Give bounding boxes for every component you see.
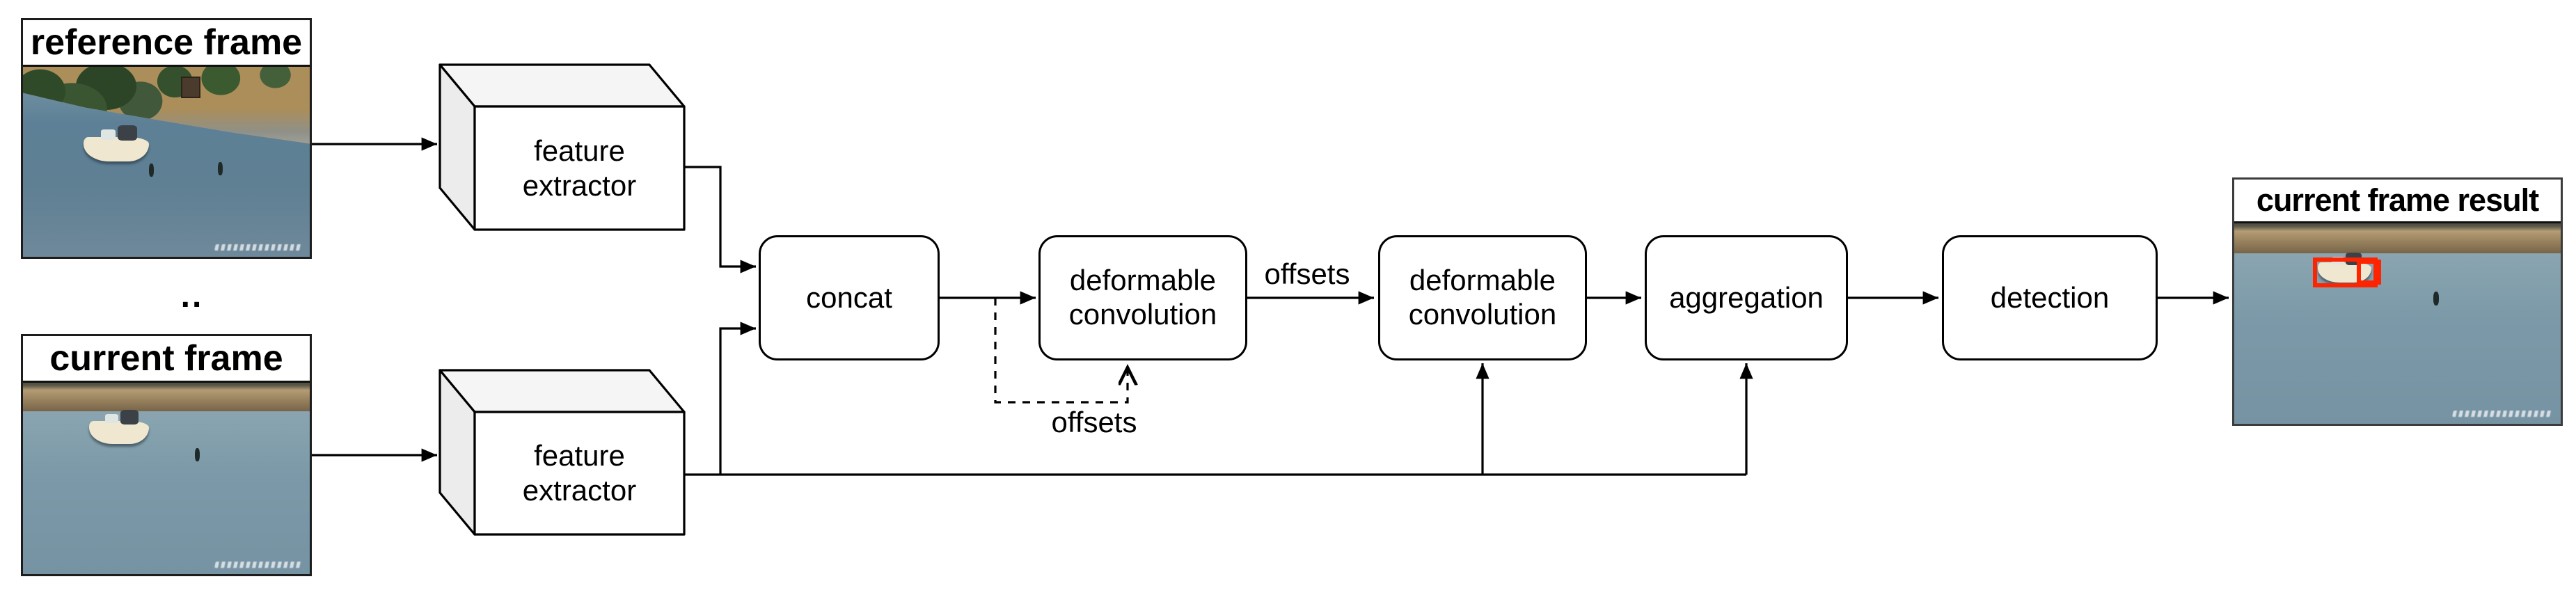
offsets-forward-label: offsets — [1264, 257, 1350, 290]
result-frame-label: current frame result — [2234, 180, 2561, 223]
watermark — [214, 561, 302, 568]
offsets-feedback-label: offsets — [1051, 406, 1137, 438]
buoy — [195, 447, 200, 461]
concat-node: concat — [759, 235, 940, 360]
feature-extractor-bottom-cube — [438, 369, 686, 536]
current-frame-photo — [23, 383, 310, 574]
water-background — [23, 383, 310, 574]
watermark — [214, 244, 302, 251]
result-frame-card: current frame result — [2232, 177, 2563, 426]
watermark — [2452, 410, 2552, 417]
buoy — [218, 161, 223, 175]
current-frame-card: current frame — [21, 334, 312, 576]
reference-frame-card: reference frame — [21, 18, 312, 259]
feature-extractor-bottom-label: feature extractor — [522, 439, 637, 507]
water-background — [2234, 223, 2561, 424]
frames-ellipsis: .. — [180, 278, 204, 315]
aggregation-node: aggregation — [1645, 235, 1848, 360]
edge-offsets-feedback-dashed — [994, 298, 1128, 404]
feature-extractor-top-label: feature extractor — [522, 134, 637, 202]
result-frame-photo — [2234, 223, 2561, 424]
current-frame-label: current frame — [23, 336, 310, 383]
boat — [83, 125, 150, 162]
detection-node: detection — [1942, 235, 2158, 360]
boat — [88, 410, 150, 444]
reference-frame-photo — [23, 67, 310, 257]
detection-bounding-box — [2312, 257, 2378, 288]
deformable-convolution-1-node: deformable convolution — [1038, 235, 1247, 360]
reference-frame-label: reference frame — [23, 20, 310, 67]
deformable-convolution-2-node: deformable convolution — [1378, 235, 1587, 360]
shoreline — [2234, 223, 2561, 254]
shoreline — [23, 383, 310, 412]
edge-feature-top-to-concat — [684, 166, 756, 273]
edge-feature-bottom-to-concat — [719, 322, 756, 475]
buoy — [2433, 291, 2440, 306]
detection-bounding-box — [2356, 259, 2382, 285]
buoy — [149, 164, 155, 177]
cabin — [180, 76, 201, 98]
feature-extractor-top-cube — [438, 63, 686, 231]
